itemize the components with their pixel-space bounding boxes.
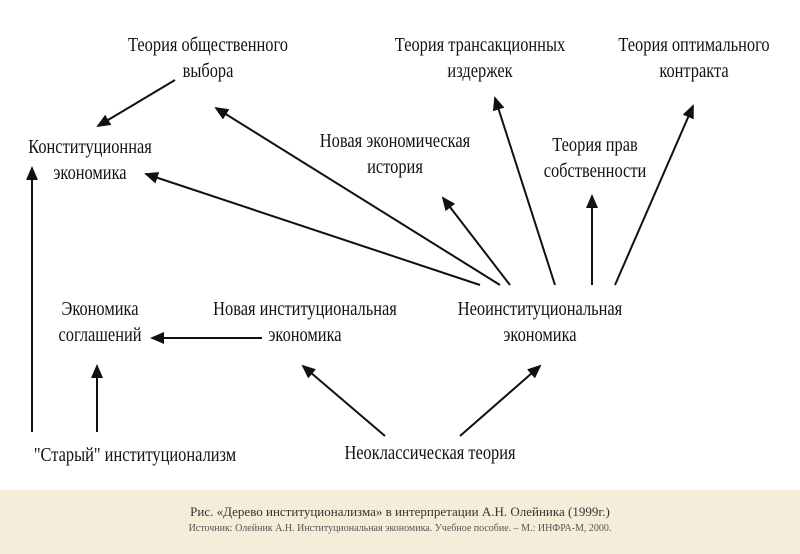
node-transaction-costs: Теория трансакционных издержек bbox=[394, 34, 566, 82]
arrow-public-choice-to-constitutional bbox=[96, 79, 176, 128]
figure-caption: Рис. «Дерево институционализма» в интерп… bbox=[190, 504, 610, 519]
node-new-economic-history: Новая экономическая история bbox=[319, 130, 471, 178]
node-neoclassical-theory: Неоклассическая теория bbox=[344, 442, 516, 464]
arrow-neoclassical-to-new-inst bbox=[301, 364, 386, 437]
node-neoinstitutional-economics: Неоинституциональная экономика bbox=[457, 298, 623, 346]
node-property-rights: Теория прав собственности bbox=[543, 134, 647, 182]
arrow-neoinst-to-constitutional bbox=[144, 172, 481, 286]
node-new-institutional-economics: Новая институциональная экономика bbox=[213, 298, 397, 346]
node-optimal-contract: Теория оптимального контракта bbox=[618, 34, 770, 82]
node-constitutional-economics: Конституционная экономика bbox=[28, 136, 152, 184]
node-public-choice: Теория общественного выбора bbox=[127, 34, 289, 82]
caption-band: Рис. «Дерево институционализма» в интерп… bbox=[0, 490, 800, 554]
arrow-neoclassical-to-neoinst bbox=[459, 364, 542, 437]
arrow-neoinst-to-optimal-contract bbox=[614, 104, 694, 286]
node-old-institutionalism: "Старый" институционализм bbox=[33, 444, 237, 466]
arrow-neoinst-to-new-econ-history bbox=[441, 196, 511, 286]
arrows-layer bbox=[26, 79, 694, 437]
arrow-neoinst-to-public-choice bbox=[214, 106, 501, 286]
node-economics-of-conventions: Экономика соглашений bbox=[58, 298, 142, 346]
institutionalism-tree-diagram: Теория общественного выбора Теория транс… bbox=[26, 34, 770, 466]
figure-source: Источник: Олейник А.Н. Институциональная… bbox=[188, 523, 612, 534]
arrow-neoinst-to-transaction-costs bbox=[492, 96, 556, 286]
